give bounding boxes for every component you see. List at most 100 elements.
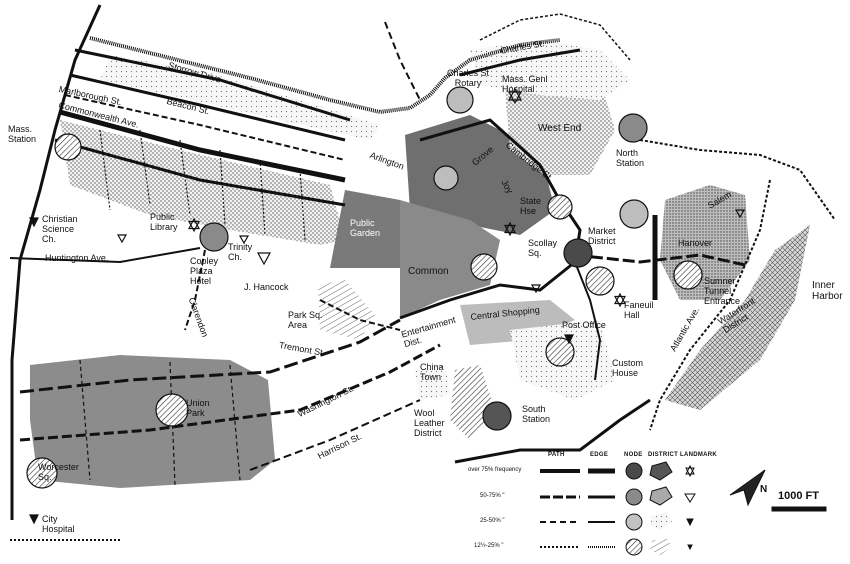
label-mass-station: Mass. Station	[8, 124, 37, 144]
path-park-sq	[319, 299, 401, 331]
path-south-end-cross	[79, 359, 241, 486]
label-scollay-sq: Scollay Sq.	[528, 238, 558, 258]
node-faneuil	[585, 266, 615, 296]
district-public-garden	[330, 190, 400, 268]
legend-district-3	[650, 512, 672, 530]
paths	[9, 4, 836, 541]
node-scollay	[563, 238, 593, 268]
label-huntington-ave: Huntington Ave.	[45, 253, 109, 263]
district-storrow-band	[100, 55, 380, 140]
label-city-hospital: City Hospital	[42, 514, 75, 534]
triangle-down-icon	[256, 252, 272, 266]
label-post-office: Post Office	[562, 320, 606, 330]
node-charles-st-rotary	[446, 86, 474, 114]
path-top-dashed-2	[479, 13, 631, 61]
legend-node-4	[625, 538, 643, 556]
path-washington	[19, 343, 441, 442]
path-harrison	[249, 399, 421, 471]
label-wool-leather-district: Wool Leather District	[414, 408, 445, 438]
node-union-park	[155, 393, 189, 427]
path-huntington	[9, 247, 201, 264]
path-scollay-market	[574, 253, 746, 267]
label-christian-science-ch: Christian Science Ch.	[42, 214, 78, 244]
label-state-hse: State Hse	[520, 196, 542, 216]
node-common-east	[470, 253, 498, 281]
label-common: Common	[408, 266, 449, 277]
legend-node-1	[625, 462, 643, 480]
legend-header-path: PATH	[548, 452, 565, 458]
legend-row-4: 12½-25% "	[474, 543, 504, 549]
label-market-district: Market District	[588, 226, 616, 246]
node-sumner-tunnel	[673, 260, 703, 290]
north-arrow-icon	[729, 469, 766, 507]
district-south-end	[30, 355, 275, 488]
legend-district-1	[649, 461, 673, 481]
path-clarendon	[184, 249, 206, 331]
path-marlborough	[64, 94, 346, 161]
label-j-hancock: J. Hancock	[244, 282, 289, 292]
label-union-park: Union Park	[186, 398, 210, 418]
edge-charles-river	[89, 36, 561, 115]
legend-row-1: over 75% frequency	[468, 467, 522, 473]
district-park-sq	[318, 280, 375, 340]
path-beacon-st	[69, 73, 346, 142]
path-cambridge-st	[419, 118, 567, 211]
star-of-david-icon	[614, 292, 626, 308]
label-public-garden: Public Garden	[350, 218, 381, 238]
districts	[30, 40, 810, 488]
triangle-down-icon-filled	[687, 544, 693, 551]
label-copley-plaza-hotel: Copley Plaza Hotel	[190, 256, 219, 286]
triangle-down-icon	[684, 493, 696, 503]
legend-district-2	[649, 486, 673, 506]
label-inner-harbor: Inner Harbor	[812, 280, 843, 302]
district-back-bay	[60, 120, 345, 245]
triangle-down-icon	[238, 235, 250, 245]
legend-row-3: 25-50% "	[480, 518, 505, 524]
label-west-end: West End	[538, 123, 582, 134]
legend-header-landmark: LANDMARK	[680, 452, 718, 458]
path-south-loop	[454, 398, 651, 464]
district-top-band	[470, 40, 630, 100]
legend-node-2	[625, 488, 643, 506]
district-central-shopping	[460, 300, 575, 345]
triangle-down-icon-filled	[29, 514, 39, 525]
landmarks	[29, 87, 746, 525]
path-common-ring	[399, 199, 582, 320]
path-side-streets	[99, 129, 306, 241]
label-public-library: Public Library	[150, 212, 178, 232]
label-sumner-tunnel-entrance: Sumner Tunnel Entrance	[704, 276, 741, 306]
north-label: N	[760, 484, 768, 495]
scale-label: 1000 FT	[778, 490, 819, 502]
star-of-david-icon	[504, 221, 516, 237]
node-state-house	[547, 194, 573, 220]
label-charles-st-rotary: Charles St Rotary	[446, 68, 490, 88]
label-north-station: North Station	[616, 148, 645, 168]
node-public-garden-corner	[433, 165, 459, 191]
district-wool-leather	[450, 365, 495, 440]
triangle-down-icon	[734, 209, 746, 219]
triangle-down-icon-filled	[686, 518, 694, 527]
label-park-sq-area: Park Sq. Area	[288, 310, 323, 330]
district-waterfront	[665, 225, 810, 410]
path-storrow-drive	[74, 48, 351, 122]
label-faneuil-hall: Faneuil Hall	[624, 300, 654, 320]
node-mass-station	[54, 133, 82, 161]
label-hanover: Hanover	[678, 238, 713, 248]
path-tremont	[19, 318, 401, 394]
district-common	[400, 200, 500, 318]
label-south-station: South Station	[522, 404, 551, 424]
node-post-office	[545, 337, 575, 367]
node-north-station	[618, 113, 648, 143]
path-commonwealth	[59, 109, 346, 183]
edge-north-end-outer	[639, 139, 836, 221]
triangle-down-icon	[116, 234, 128, 244]
star-of-david-icon	[685, 464, 695, 478]
edge-west	[10, 4, 102, 520]
scale-bar	[771, 506, 827, 512]
legend-header-edge: EDGE	[590, 452, 609, 458]
legend-graphics	[540, 461, 827, 556]
node-worcester-sq	[26, 457, 58, 489]
node-market	[619, 199, 649, 229]
label-trinity-ch: Trinity Ch.	[228, 242, 253, 262]
node-copley	[199, 222, 229, 252]
